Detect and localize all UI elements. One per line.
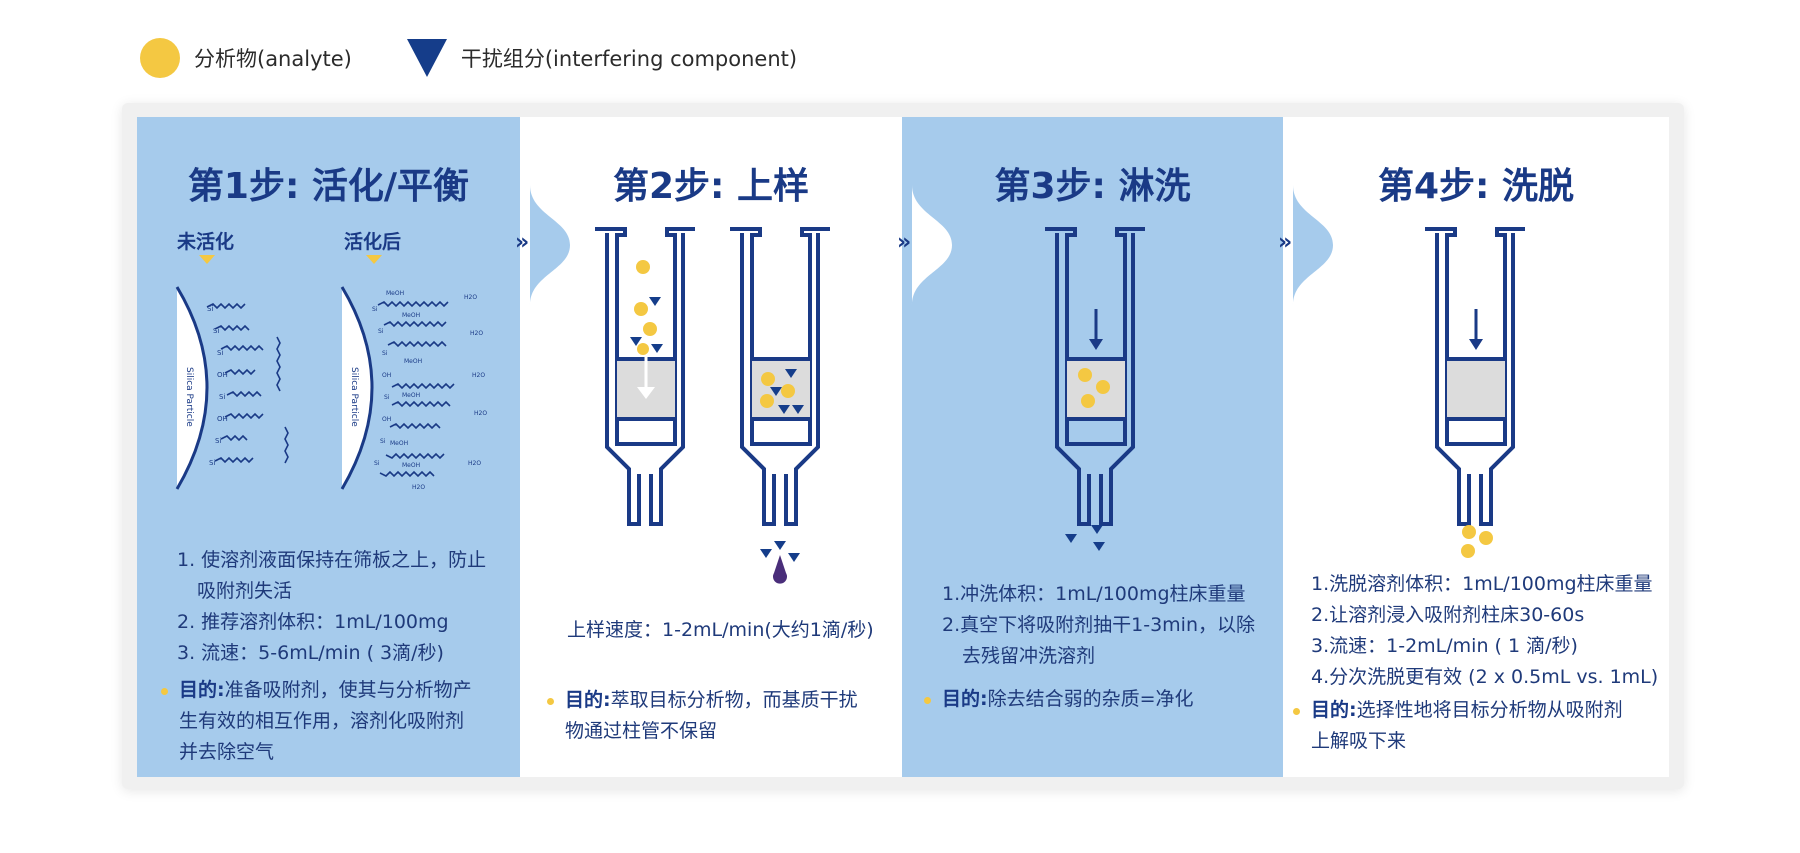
activated-silica-illustration: MeOH H2O MeOH H2O MeOH H2O MeOH H2O MeOH MeOH H…: [340, 286, 487, 491]
pointer-icon: [199, 255, 215, 264]
step3-goal: 目的:除去结合弱的杂质=净化: [924, 684, 1194, 715]
legend-interfering-label: 干扰组分(interfering component): [460, 47, 798, 71]
step2-line-1: 上样速度：1-2mL/min(大约1滴/秒): [567, 619, 874, 641]
svg-text:Si: Si: [382, 350, 388, 357]
step4-title: 第4步: 洗脱: [1378, 166, 1574, 207]
step4-line-4: 4.分次洗脱更有效 (2 x 0.5mL vs. 1mL): [1311, 666, 1659, 688]
svg-text:Si: Si: [213, 327, 219, 335]
chevron-right-icon: »: [1278, 230, 1293, 255]
step2-title: 第2步: 上样: [613, 166, 809, 207]
legend: 分析物(analyte) 干扰组分(interfering component): [140, 38, 852, 78]
step2-goal: 目的:萃取目标分析物，而基质干扰 物通过柱管不保留: [547, 685, 858, 747]
interfering-triangle-icon: [406, 39, 447, 77]
svg-text:Si: Si: [219, 393, 225, 401]
step1-line-2: 吸附剂失活: [197, 580, 293, 602]
svg-text:Si: Si: [378, 328, 384, 335]
svg-text:OH: OH: [217, 371, 228, 379]
step3-line-2: 2.真空下将吸附剂抽干1-3min，以除: [942, 614, 1255, 636]
step1-title: 第1步: 活化/平衡: [187, 166, 470, 207]
step4-line-2: 2.让溶剂浸入吸附剂柱床30-60s: [1311, 604, 1585, 626]
step2-goal-text-2: 物通过柱管不保留: [565, 720, 718, 742]
svg-text:OH: OH: [382, 416, 391, 423]
step1-goal-text-2: 生有效的相互作用，溶剂化吸附剂: [179, 710, 465, 732]
chevron-right-icon: »: [515, 230, 530, 255]
svg-text:H2O: H2O: [474, 410, 487, 417]
pointer-icon: [366, 255, 382, 264]
svg-text:MeOH: MeOH: [402, 462, 420, 469]
step4-line-1: 1.洗脱溶剂体积：1mL/100mg柱床重量: [1311, 573, 1653, 595]
step3-instructions: 1.冲洗体积：1mL/100mg柱床重量 2.真空下将吸附剂抽干1-3min，以…: [942, 579, 1255, 672]
goal-bullet-icon: [161, 688, 168, 695]
elution-cartridge-illustration: [1425, 227, 1525, 558]
svg-text:MeOH: MeOH: [386, 290, 404, 297]
step4-goal-text-1: 选择性地将目标分析物从吸附剂: [1356, 699, 1623, 721]
step2-panel: 第2步: 上样 上样速度：1-2mL/min: [520, 117, 902, 777]
svg-text:MeOH: MeOH: [390, 440, 408, 447]
svg-text:Si: Si: [215, 437, 221, 445]
svg-text:Si: Si: [384, 394, 390, 401]
silica-particle-label: Silica Particle: [184, 367, 194, 427]
step4-panel: 第4步: 洗脱 1.洗脱溶剂体积：1mL/100mg柱床重量 2.让溶剂浸入吸附…: [1283, 117, 1669, 777]
step1-goal-label: 目的:: [179, 679, 225, 701]
step1-instructions: 1. 使溶剂液面保持在筛板之上，防止 吸附剂失活 2. 推荐溶剂体积：1mL/1…: [177, 545, 486, 669]
step3-line-1: 1.冲洗体积：1mL/100mg柱床重量: [942, 583, 1246, 605]
step-connector-3: [1293, 185, 1333, 305]
svg-text:OH: OH: [382, 372, 391, 379]
goal-bullet-icon: [1293, 708, 1300, 715]
step4-goal: 目的:选择性地将目标分析物从吸附剂 上解吸下来: [1293, 695, 1623, 757]
svg-text:MeOH: MeOH: [402, 392, 420, 399]
step-connector-1: [530, 185, 570, 305]
svg-text:Si: Si: [372, 306, 378, 313]
svg-text:H2O: H2O: [464, 294, 477, 301]
svg-text:Si: Si: [207, 305, 213, 313]
step4-goal-text-2: 上解吸下来: [1311, 730, 1407, 752]
step3-goal-text-1: 除去结合弱的杂质=净化: [987, 688, 1194, 710]
step1-unactivated-label: 未活化: [177, 231, 235, 253]
chevron-right-icon: »: [897, 230, 912, 255]
svg-text:Si: Si: [217, 349, 223, 357]
step1-goal: 目的:准备吸附剂，使其与分析物产 生有效的相互作用，溶剂化吸附剂 并去除空气: [161, 675, 472, 768]
svg-text:H2O: H2O: [472, 372, 485, 379]
svg-text:MeOH: MeOH: [402, 312, 420, 319]
step-connector-2: [912, 185, 952, 305]
step2-goal-label: 目的:: [565, 689, 611, 711]
step1-goal-text-3: 并去除空气: [179, 741, 275, 763]
analyte-circle-icon: [140, 38, 180, 78]
step1-line-3: 2. 推荐溶剂体积：1mL/100mg: [177, 611, 449, 633]
loading-cartridge-illustration: [595, 227, 695, 526]
step1-line-4: 3. 流速：5-6mL/min ( 3滴/秒): [177, 642, 444, 664]
svg-text:MeOH: MeOH: [404, 358, 422, 365]
goal-bullet-icon: [547, 698, 554, 705]
step4-goal-label: 目的:: [1311, 699, 1357, 721]
silica-particle-label: Silica Particle: [349, 367, 359, 427]
step3-goal-label: 目的:: [942, 688, 988, 710]
legend-interfering: 干扰组分(interfering component): [406, 39, 798, 77]
step4-line-3: 3.流速：1-2mL/min ( 1 滴/秒): [1311, 635, 1578, 657]
step4-instructions: 1.洗脱溶剂体积：1mL/100mg柱床重量 2.让溶剂浸入吸附剂柱床30-60…: [1311, 569, 1658, 693]
svg-text:H2O: H2O: [468, 460, 481, 467]
step1-line-1: 1. 使溶剂液面保持在筛板之上，防止: [177, 549, 487, 571]
svg-text:H2O: H2O: [470, 330, 483, 337]
step3-title: 第3步: 淋洗: [994, 166, 1191, 207]
step1-goal-text-1: 准备吸附剂，使其与分析物产: [224, 679, 472, 701]
svg-text:H2O: H2O: [412, 484, 425, 491]
svg-text:Si: Si: [380, 438, 386, 445]
svg-text:OH: OH: [217, 415, 228, 423]
step1-activated-label: 活化后: [344, 231, 402, 253]
legend-analyte-label: 分析物(analyte): [194, 47, 352, 71]
wash-cartridge-illustration: [1045, 227, 1145, 551]
loaded-cartridge-illustration: [730, 227, 830, 584]
step3-line-3: 去残留冲洗溶剂: [962, 645, 1096, 667]
step2-goal-text-1: 萃取目标分析物，而基质干扰: [610, 689, 858, 711]
svg-text:Si: Si: [209, 459, 215, 467]
step3-panel: 第3步: 淋洗 1.冲洗体积：1mL/100mg柱床重量 2.真空下将吸附剂抽干…: [902, 117, 1283, 777]
step2-instructions: 上样速度：1-2mL/min(大约1滴/秒): [567, 615, 874, 646]
goal-bullet-icon: [924, 697, 931, 704]
legend-analyte: 分析物(analyte): [140, 38, 352, 78]
svg-text:Si: Si: [374, 460, 380, 467]
